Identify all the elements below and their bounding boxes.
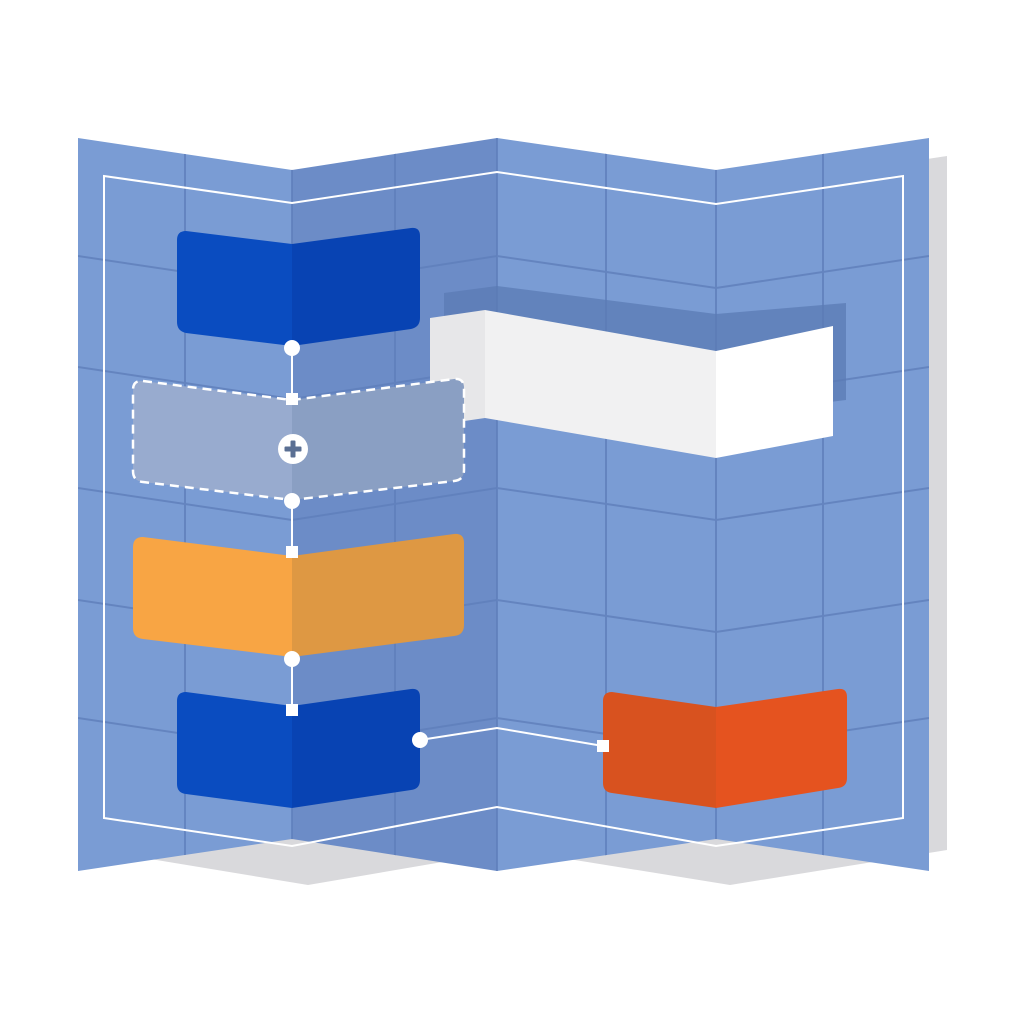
flow-node-4[interactable] xyxy=(177,688,420,808)
handle-out-node-2[interactable] xyxy=(284,493,300,509)
flow-node-5[interactable] xyxy=(603,688,847,808)
banner-block xyxy=(430,310,833,458)
flow-node-1[interactable] xyxy=(177,227,420,346)
handle-in-node-2[interactable] xyxy=(286,393,298,405)
flow-node-placeholder[interactable] xyxy=(131,377,466,502)
handle-out-node-1[interactable] xyxy=(284,340,300,356)
connector-handles xyxy=(284,340,609,752)
handle-out-node-4[interactable] xyxy=(412,732,428,748)
flow-node-3[interactable] xyxy=(133,533,464,657)
plus-icon[interactable] xyxy=(278,434,308,464)
map-inner-border xyxy=(103,170,904,848)
handle-in-node-4[interactable] xyxy=(286,704,298,716)
connectors xyxy=(291,348,604,747)
handle-in-node-5[interactable] xyxy=(597,740,609,752)
handle-out-node-3[interactable] xyxy=(284,651,300,667)
handle-in-node-3[interactable] xyxy=(286,546,298,558)
connector-4-5 xyxy=(419,726,604,747)
